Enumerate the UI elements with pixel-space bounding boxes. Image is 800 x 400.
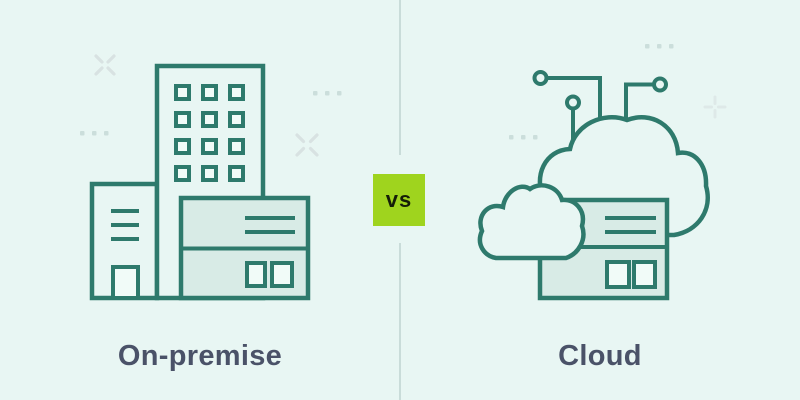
on-premise-building-icon bbox=[89, 63, 311, 301]
cloud-computing-icon bbox=[477, 70, 710, 301]
side-building bbox=[89, 181, 160, 301]
door bbox=[111, 265, 140, 300]
divider-line-top bbox=[399, 0, 401, 155]
server-building bbox=[178, 195, 311, 301]
ellipsis-dots-icon bbox=[509, 135, 538, 140]
tower-windows bbox=[174, 84, 245, 182]
ellipsis-dots-icon bbox=[80, 131, 109, 136]
ellipsis-dots-icon bbox=[645, 44, 674, 49]
sparkle-cross-icon bbox=[295, 133, 319, 157]
sparkle-cross-icon bbox=[94, 54, 116, 76]
ellipsis-dots-icon bbox=[313, 91, 342, 96]
plus-icon bbox=[703, 95, 727, 119]
small-cloud bbox=[477, 183, 586, 261]
divider-line-bottom bbox=[399, 243, 401, 400]
on-premise-label: On-premise bbox=[117, 340, 283, 372]
vs-badge: vs bbox=[373, 174, 425, 226]
cloud-label: Cloud bbox=[558, 340, 642, 372]
